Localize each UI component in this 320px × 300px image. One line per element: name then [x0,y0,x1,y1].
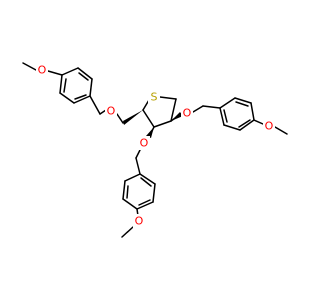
stereo-wedges [123,110,183,138]
bond-o-ch2-right [192,105,204,113]
atom-label-o: O [107,105,116,118]
structure-canvas: O O S O O O O [22,62,288,238]
atom-label-o: O [38,64,47,77]
bond-o-aryl-left [47,70,63,76]
wedge-c3-o [146,127,154,138]
wedge-c5-ch2 [123,110,143,125]
atom-labels: O O S O O O O [36,63,275,228]
atom-label-o: O [140,137,149,150]
bond-o-ch2-c5 [116,113,124,124]
bond-methyl-o-left [22,62,37,71]
ether-o-bottom: O [138,136,150,150]
methoxy-o-left: O [36,63,48,77]
thiolane-ring [142,96,177,128]
bond-o-methyl-bottom [121,226,134,238]
benzene-ring-right [219,97,255,131]
wedge-c4-o [171,112,183,121]
bond-ch2-aryl-right [202,105,221,109]
methoxy-o-right: O [263,119,275,133]
bond-aryl-o-right [253,119,264,125]
atom-label-o: O [265,120,274,133]
atom-label-s: S [151,91,158,104]
atom-label-o: O [135,215,144,228]
benzene-ring-left [59,67,93,104]
bond-o-ch2-bottom [135,149,141,159]
ether-o-right: O [181,106,193,120]
molecule-diagram: O O S O O O O [22,62,288,238]
atom-label-o: O [183,107,192,120]
bond-ch2-aryl-bottom [135,157,141,175]
bond-o-methyl-right [274,126,288,135]
benzene-ring-bottom [122,173,156,210]
bond-layer [22,62,288,238]
ether-o-left: O [105,104,117,118]
ring-sulfur: S [148,90,160,104]
bond-aryl-ch2-left [89,95,101,115]
methoxy-o-bottom: O [133,214,145,228]
